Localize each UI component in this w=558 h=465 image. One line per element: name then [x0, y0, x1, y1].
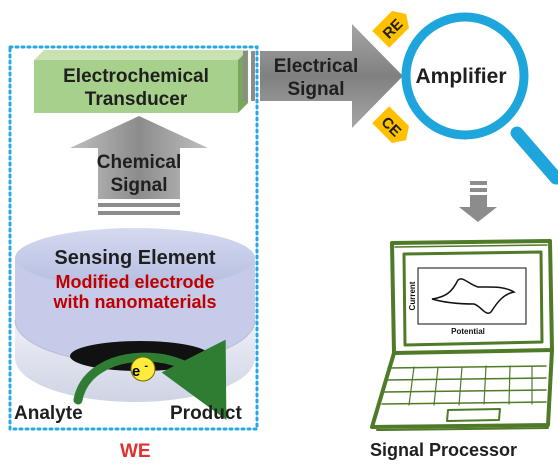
electrochemical-transducer-block: Electrochemical Transducer: [34, 50, 248, 113]
electrical-signal-line2: Signal: [287, 79, 344, 100]
transducer-label-line2: Transducer: [85, 89, 188, 110]
electron-badge: [130, 356, 156, 382]
amplifier-magnifier: Amplifier: [401, 12, 558, 185]
product-label: Product: [170, 403, 242, 424]
plot-ylabel: Current: [408, 281, 417, 310]
signal-processor-label: Signal Processor: [370, 440, 517, 460]
sensing-element-subtitle-line1: Modified electrode: [55, 272, 214, 292]
voltammogram-plot: Potential Current: [408, 267, 527, 336]
sensing-element-subtitle-line2: with nanomaterials: [52, 292, 216, 312]
transducer-label-line1: Electrochemical: [63, 66, 209, 87]
electron-charge: -: [144, 360, 148, 372]
sensing-element-title: Sensing Element: [54, 247, 215, 269]
we-label: WE: [120, 441, 151, 462]
chemical-signal-line1: Chemical: [97, 152, 181, 173]
working-electrode-frame: [8, 45, 259, 431]
electron-label: e: [132, 363, 140, 380]
electrical-signal-arrow: Electrical Signal: [243, 24, 403, 128]
plot-xlabel: Potential: [451, 327, 485, 336]
chemical-signal-line2: Signal: [110, 175, 167, 196]
signal-processor-laptop: [370, 239, 554, 431]
counter-electrode-tab: CE: [372, 106, 409, 143]
svg-text:e -: e -: [132, 360, 149, 380]
amplifier-label: Amplifier: [415, 65, 506, 88]
cv-curve: [431, 278, 517, 314]
analyte-label: Analyte: [14, 403, 83, 424]
processor-down-arrow: [459, 181, 497, 222]
electrical-signal-line1: Electrical: [274, 56, 359, 77]
reaction-arc: e -: [73, 339, 227, 421]
reference-electrode-tab: RE: [372, 11, 409, 48]
chemical-signal-arrow: Chemical Signal: [70, 116, 208, 215]
